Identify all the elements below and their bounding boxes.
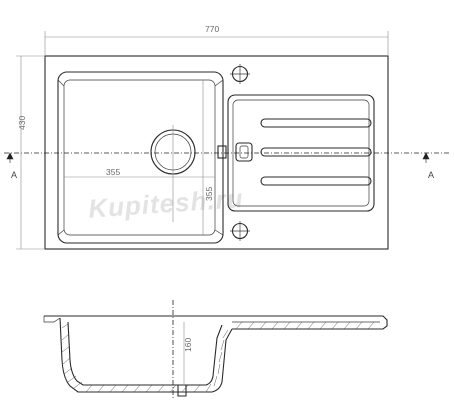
section-arrow-left-icon [6, 152, 14, 163]
drainer-rib-2 [260, 147, 372, 157]
section-arrow-right-icon [422, 152, 430, 163]
dim-label-bowl-height: 160 [183, 338, 193, 352]
plan-view: A A 770 430 355 355 [4, 24, 450, 250]
dim-label-bowl-width: 355 [106, 167, 120, 177]
section-rim-top [44, 315, 388, 330]
section-view: 160 [43, 300, 388, 400]
bowl-corner-lines [57, 79, 224, 236]
tap-hole-top-crosshair [230, 64, 250, 84]
watermark: Kupitesh.ru [87, 183, 244, 224]
section-bowl-outer [59, 317, 233, 393]
section-left-lip [43, 316, 61, 323]
dim-label-depth: 430 [17, 116, 27, 130]
bowl-inner [63, 79, 216, 236]
section-hatching-drainer [235, 321, 375, 330]
tap-hole-bottom-crosshair [230, 221, 250, 241]
section-hatching-bowl [61, 323, 229, 393]
drainer-rib-3 [260, 176, 372, 186]
section-drain-stub [177, 385, 187, 397]
sink-outline [44, 55, 389, 250]
dim-label-width: 770 [205, 24, 219, 34]
overflow-inner [239, 145, 249, 159]
overflow-outer [235, 142, 253, 162]
section-label-left: A [11, 170, 17, 180]
section-bowl-inner [67, 321, 223, 386]
section-label-right: A [428, 170, 434, 180]
dim-label-bowl-depth: 355 [204, 187, 214, 201]
overflow-connector [217, 145, 227, 159]
drainer-rib-1 [260, 118, 372, 128]
